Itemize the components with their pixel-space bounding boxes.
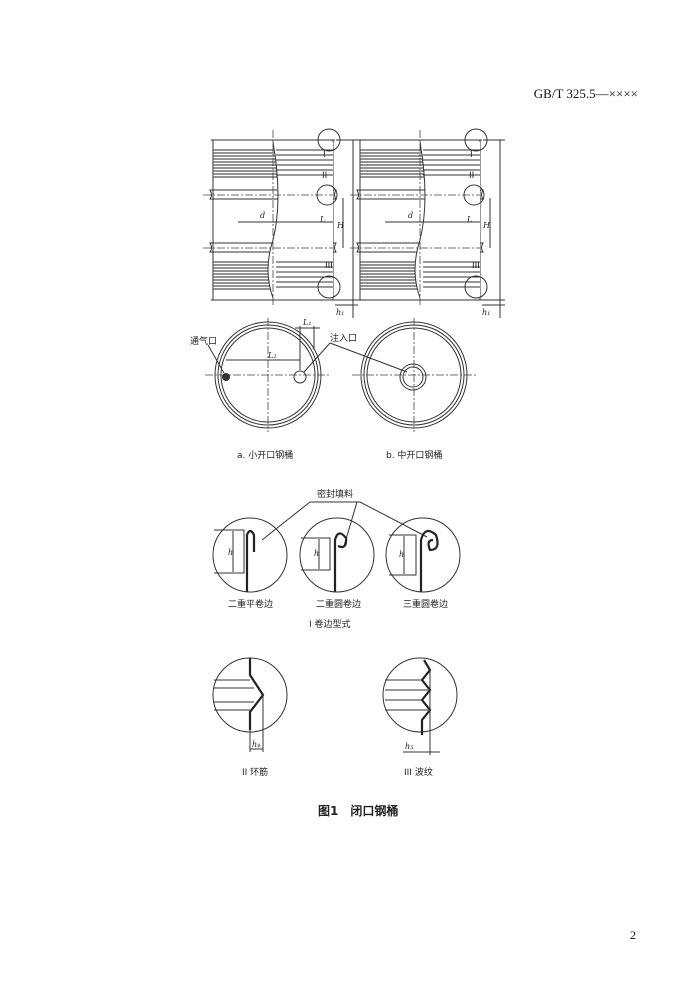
marker-I-a: I <box>323 150 326 160</box>
dim-L1: L₁ <box>302 318 312 327</box>
corrugation-caption: III 波纹 <box>404 766 433 778</box>
dim-h1-b: h₁ <box>482 308 490 317</box>
drum-a-top-view <box>205 318 331 432</box>
drum-b-top-view <box>329 318 476 432</box>
marker-I-b: I <box>470 150 473 160</box>
standard-number: GB/T 325.5—×××× <box>533 86 638 101</box>
dim-L2: L₂ <box>267 351 277 360</box>
seam-type-1: 二重平卷边 <box>228 598 273 610</box>
rib-detail <box>212 657 288 752</box>
marker-III-b: III <box>472 261 480 271</box>
drum-a-side-view <box>203 128 358 318</box>
dim-h-3: h <box>399 550 404 559</box>
page-number: 2 <box>630 928 636 942</box>
dim-H-a: H <box>336 221 345 230</box>
seam-details <box>212 501 461 593</box>
dim-L-a: L <box>319 215 325 224</box>
figure-title: 图1 闭口钢桶 <box>318 803 398 818</box>
dim-H-b: H <box>482 221 491 230</box>
dim-h-2: h <box>314 549 319 558</box>
dim-L-b: L <box>466 215 472 224</box>
seal-label: 密封填料 <box>317 488 353 500</box>
marker-II-a: II <box>322 171 327 181</box>
dim-d-a: d <box>260 211 265 220</box>
drum-b-side-view <box>350 128 505 318</box>
dim-h4: h₄ <box>252 740 260 749</box>
marker-III-a: III <box>325 261 333 271</box>
seam-type-2: 二重圆卷边 <box>316 598 361 610</box>
corrugation-detail <box>382 657 458 755</box>
dim-h1-a: h₁ <box>336 308 344 317</box>
marker-II-b: II <box>469 171 474 181</box>
fill-port-label: 注入口 <box>330 332 357 344</box>
vent-label: 通气口 <box>190 335 217 347</box>
seam-type-3: 三重圆卷边 <box>403 598 448 610</box>
seam-group-caption: I 卷边型式 <box>309 618 351 630</box>
drum-a-caption: a. 小开口钢桶 <box>237 449 293 461</box>
dim-d-b: d <box>408 211 413 220</box>
dim-h-1: h <box>228 548 233 557</box>
drum-b-caption: b. 中开口钢桶 <box>386 449 442 461</box>
dim-h5: h₅ <box>405 742 414 751</box>
rib-caption-text: II 环筋 <box>242 766 268 778</box>
